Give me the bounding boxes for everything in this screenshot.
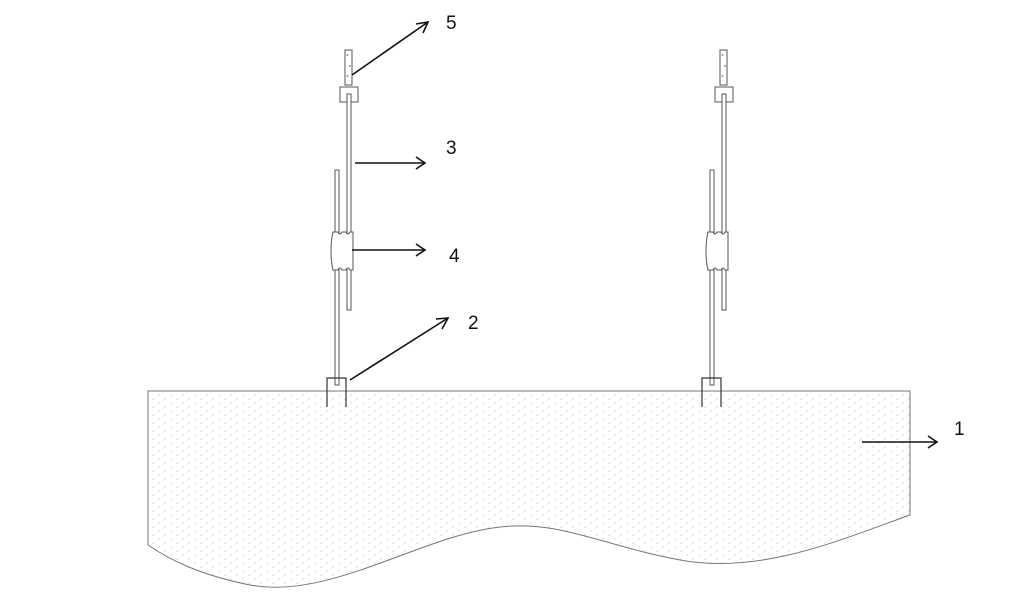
arrows xyxy=(349,20,939,449)
ground-block xyxy=(147,390,911,588)
label-connector: 4 xyxy=(449,246,460,267)
post-right xyxy=(701,49,734,408)
post-left xyxy=(326,49,359,408)
label-base-bracket: 2 xyxy=(468,313,479,334)
label-top-plate: 5 xyxy=(446,13,457,34)
label-ground: 1 xyxy=(954,419,965,440)
label-rod: 3 xyxy=(446,138,457,159)
